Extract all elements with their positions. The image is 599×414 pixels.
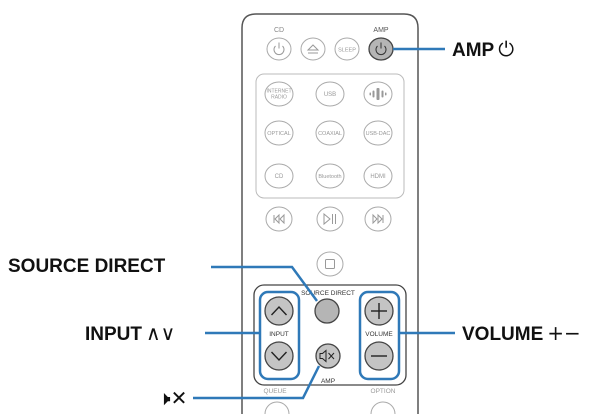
play-pause-icon <box>323 212 336 226</box>
stop-icon <box>325 259 335 269</box>
chevron-up-icon <box>270 305 288 316</box>
amp-power-button[interactable] <box>368 37 394 61</box>
bluetooth-button-label: Bluetooth <box>318 174 341 180</box>
source-direct-leader <box>211 265 319 302</box>
amp-power-callout: AMP⏻ <box>452 38 514 62</box>
coaxial-button[interactable]: COAXIAL <box>315 120 345 146</box>
internet-radio-button[interactable]: INTERNET RADIO <box>264 81 294 107</box>
volume-callout: VOLUME+− <box>462 322 581 346</box>
internet-radio-label-line2: RADIO <box>271 95 287 101</box>
input-callout: INPUT∧∨ <box>85 322 175 346</box>
source-direct-panel-label: SOURCE DIRECT <box>301 290 355 297</box>
input-down-button[interactable] <box>264 341 294 371</box>
volume-down-button[interactable] <box>364 341 394 371</box>
chevron-down-icon <box>270 351 288 362</box>
cd-input-button[interactable]: CD <box>264 163 294 189</box>
volume-callout-text: VOLUME <box>462 324 544 345</box>
usb-dac-button[interactable]: USB-DAC <box>363 120 393 146</box>
amp-power-callout-text: AMP <box>452 40 495 61</box>
eject-button[interactable] <box>300 37 326 61</box>
cd-top-label: CD <box>274 27 284 34</box>
mute-leader <box>193 365 321 400</box>
mute-callout: 🕨✕ <box>158 387 187 411</box>
power-icon: ⏻ <box>498 37 515 61</box>
usb-button-label: USB <box>324 92 336 98</box>
heos-button[interactable] <box>363 81 393 107</box>
volume-group-highlight <box>358 290 401 381</box>
lower-panel-frame <box>253 284 407 386</box>
option-button[interactable] <box>370 401 396 414</box>
coaxial-button-label: COAXIAL <box>318 131 342 137</box>
mute-button[interactable] <box>315 343 341 369</box>
optical-button[interactable]: OPTICAL <box>264 120 294 146</box>
mute-icon <box>319 349 335 363</box>
stop-button[interactable] <box>316 251 344 277</box>
amp-panel-label: AMP <box>321 378 335 385</box>
volume-panel-label: VOLUME <box>365 331 393 338</box>
previous-track-button[interactable] <box>265 206 293 232</box>
previous-icon <box>273 213 285 225</box>
source-direct-callout-text: SOURCE DIRECT <box>8 256 166 277</box>
cd-input-label: CD <box>275 174 284 180</box>
usb-dac-button-label: USB-DAC <box>366 131 391 137</box>
internet-radio-label-line1: INTERNET <box>267 89 292 95</box>
plus-minus-icon: +− <box>547 321 581 345</box>
input-group-highlight <box>258 290 301 381</box>
optical-button-label: OPTICAL <box>267 131 291 137</box>
source-direct-button[interactable] <box>314 298 340 324</box>
input-callout-text: INPUT <box>85 324 142 345</box>
bluetooth-button[interactable]: Bluetooth <box>315 163 345 189</box>
usb-button[interactable]: USB <box>315 81 345 107</box>
eject-icon <box>306 44 320 54</box>
hdmi-button-label: HDMI <box>370 174 386 180</box>
sleep-button[interactable]: SLEEP <box>334 37 360 61</box>
source-group-frame <box>255 73 405 199</box>
power-icon <box>273 42 285 55</box>
chevron-up-down-icon: ∧∨ <box>146 321 176 345</box>
hdmi-button[interactable]: HDMI <box>363 163 393 189</box>
cd-power-button[interactable] <box>266 37 292 61</box>
amp-top-label: AMP <box>373 27 389 34</box>
plus-icon <box>371 303 387 319</box>
input-up-button[interactable] <box>264 296 294 326</box>
power-icon <box>375 42 387 55</box>
heos-icon <box>369 88 387 100</box>
queue-label: QUEUE <box>263 388 287 395</box>
mute-icon: 🕨✕ <box>158 386 188 410</box>
volume-up-button[interactable] <box>364 296 394 326</box>
option-label: OPTION <box>371 388 396 395</box>
sleep-button-label: SLEEP <box>338 48 356 54</box>
source-direct-callout: SOURCE DIRECT <box>8 256 165 278</box>
next-icon <box>372 213 384 225</box>
queue-button[interactable] <box>264 401 290 414</box>
next-track-button[interactable] <box>364 206 392 232</box>
play-pause-button[interactable] <box>316 206 344 232</box>
input-panel-label: INPUT <box>269 331 289 338</box>
